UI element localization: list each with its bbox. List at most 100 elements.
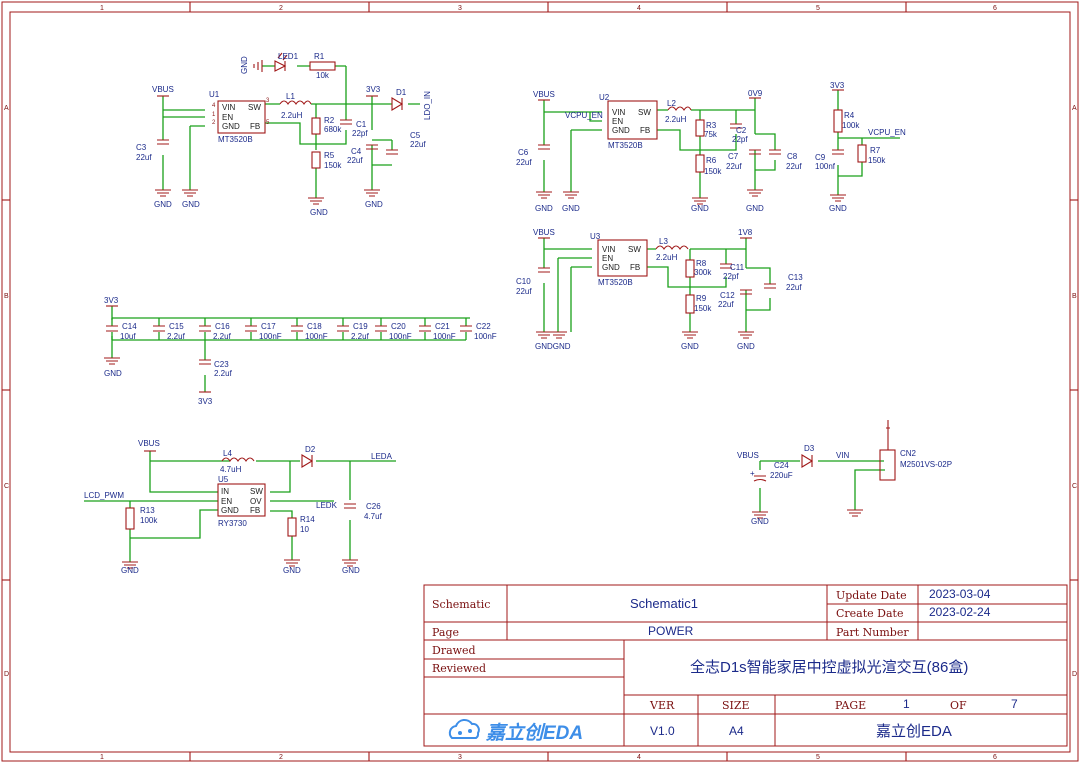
tb-create-date-label: Create Date bbox=[836, 607, 903, 620]
cn2-part: M2501VS-02P bbox=[900, 460, 952, 469]
c11-ref: C11 bbox=[730, 263, 745, 272]
r2-ref: R2 bbox=[324, 116, 335, 125]
zone-col-1-bottom: 1 bbox=[100, 754, 104, 761]
l4-value: 4.7uH bbox=[220, 465, 242, 474]
tb-project-title: 全志D1s智能家居中控虚拟光渲交互(86盒) bbox=[690, 658, 968, 676]
gnd-label-f3: GND bbox=[342, 566, 360, 575]
zone-col-2-bottom: 2 bbox=[279, 754, 283, 761]
r8-ref: R8 bbox=[696, 259, 707, 268]
r3-resistor bbox=[695, 119, 705, 137]
gnd-label-b4: GND bbox=[746, 204, 764, 213]
circuit-backlight-boost: VBUS L4 4.7uH D2 LEDA U5 RY3730 IN EN GN… bbox=[84, 439, 396, 575]
sheet-inner-border bbox=[9, 11, 1071, 753]
zone-row-a: A bbox=[4, 105, 9, 112]
c13-ref: C13 bbox=[788, 273, 803, 282]
c8-value: 22uf bbox=[786, 162, 802, 171]
u1-pin-num-3: 3 bbox=[266, 98, 270, 104]
u1-chip bbox=[217, 100, 266, 134]
gnd-symbol-e1 bbox=[104, 357, 120, 365]
brand-logo-text: 嘉立创EDA bbox=[485, 722, 583, 744]
decap-ref: C20 bbox=[391, 322, 406, 331]
gnd-symbol-d2 bbox=[551, 331, 567, 339]
tb-page-num: 1 bbox=[903, 697, 910, 711]
c13-value: 22uf bbox=[786, 283, 802, 292]
gnd-symbol-g1 bbox=[752, 511, 768, 519]
d1-ref: D1 bbox=[396, 88, 407, 97]
gnd-symbol-b3 bbox=[692, 197, 708, 205]
u2-pin-fb: FB bbox=[640, 126, 650, 135]
c12-value: 22uf bbox=[718, 300, 734, 309]
d3-ref: D3 bbox=[804, 444, 815, 453]
l2-value: 2.2uH bbox=[665, 115, 687, 124]
led1-ref: LED1 bbox=[278, 52, 299, 61]
l4-ref: L4 bbox=[223, 449, 232, 458]
gnd-label-a3: GND bbox=[310, 208, 328, 217]
r13-resistor bbox=[125, 507, 135, 530]
gnd-label-g1: GND bbox=[751, 517, 769, 526]
zone-col-5-bottom: 5 bbox=[816, 754, 820, 761]
c1-ref: C1 bbox=[356, 120, 367, 129]
decap-capacitor bbox=[375, 325, 387, 332]
l2-inductor bbox=[667, 106, 692, 111]
led1-emission-icon bbox=[277, 52, 288, 61]
decap-ref: C15 bbox=[169, 322, 184, 331]
net-3v3-a: 3V3 bbox=[366, 85, 381, 94]
zone-col-4-bottom: 4 bbox=[637, 754, 641, 761]
u1-pin-en: EN bbox=[222, 113, 233, 122]
l3-value: 2.2uH bbox=[656, 253, 678, 262]
tb-page-label: Page bbox=[432, 626, 459, 639]
c23-value: 2.2uf bbox=[214, 369, 233, 378]
c4-ref: C4 bbox=[351, 147, 362, 156]
r13-ref: R13 bbox=[140, 506, 155, 515]
r9-resistor bbox=[685, 294, 695, 314]
zone-row-c-right: C bbox=[1072, 483, 1077, 490]
u5-pin-sw: SW bbox=[250, 487, 263, 496]
r3-value: 75k bbox=[704, 130, 718, 139]
u2-pin-gnd: GND bbox=[612, 126, 630, 135]
decap-capacitor bbox=[291, 325, 303, 332]
c3-capacitor bbox=[157, 139, 169, 145]
gnd-label-f1: GND bbox=[121, 566, 139, 575]
gnd-symbol-a2 bbox=[182, 189, 198, 197]
tb-page-total: 7 bbox=[1011, 697, 1018, 711]
zone-col-3-bottom: 3 bbox=[458, 754, 462, 761]
c7-value: 22uf bbox=[726, 162, 742, 171]
c12-ref: C12 bbox=[720, 291, 735, 300]
u3-pin-sw: SW bbox=[628, 245, 641, 254]
vin-net: VIN bbox=[836, 451, 850, 460]
zone-labels: 1 2 3 4 5 6 1 2 3 4 5 6 A B C D A B C D bbox=[4, 5, 1077, 761]
u1-pin-gnd: GND bbox=[222, 122, 240, 131]
decap-value: 100nF bbox=[259, 332, 282, 341]
d2-ref: D2 bbox=[305, 445, 316, 454]
gnd-label-a1: GND bbox=[154, 200, 172, 209]
tb-ver-label: VER bbox=[649, 699, 675, 712]
gnd-label-c1: GND bbox=[829, 204, 847, 213]
r8-value: 300k bbox=[694, 268, 712, 277]
gnd-label-d1: GNDGND bbox=[535, 342, 571, 351]
r5-resistor bbox=[311, 151, 321, 169]
c23-ref: C23 bbox=[214, 360, 229, 369]
decap-capacitor bbox=[106, 325, 118, 332]
gnd-label-b3: GND bbox=[691, 204, 709, 213]
decap-ref: C19 bbox=[353, 322, 368, 331]
c8-capacitor bbox=[769, 149, 781, 155]
u1-pin-num-1: 1 bbox=[212, 112, 216, 118]
c3-value: 22uf bbox=[136, 153, 152, 162]
l3-inductor bbox=[655, 245, 689, 250]
tb-page-num-label: PAGE bbox=[835, 699, 866, 712]
r1-resistor bbox=[309, 61, 336, 71]
led1-gnd-symbol bbox=[253, 60, 263, 72]
zone-row-d: D bbox=[4, 671, 9, 678]
gnd-symbol-d1 bbox=[536, 331, 552, 339]
vbus-label-a: VBUS bbox=[152, 85, 174, 94]
net-3v3-b: 3V3 bbox=[830, 81, 845, 90]
decap-group: C1410ufC152.2ufC162.2ufC17100nFC18100nFC… bbox=[106, 318, 497, 341]
decap-capacitor bbox=[153, 325, 165, 332]
brand-logo: 嘉立创EDA bbox=[448, 719, 583, 744]
decap-ref: C14 bbox=[122, 322, 137, 331]
circuit-0v9-buck: U2 MT3520B VIN EN GND SW FB VCPU_EN L2 2… bbox=[516, 89, 802, 213]
c2-value: 22pf bbox=[732, 135, 748, 144]
u3-pin-en: EN bbox=[602, 254, 613, 263]
r2-resistor bbox=[311, 117, 321, 135]
cloud-icon-node-b bbox=[468, 729, 472, 733]
